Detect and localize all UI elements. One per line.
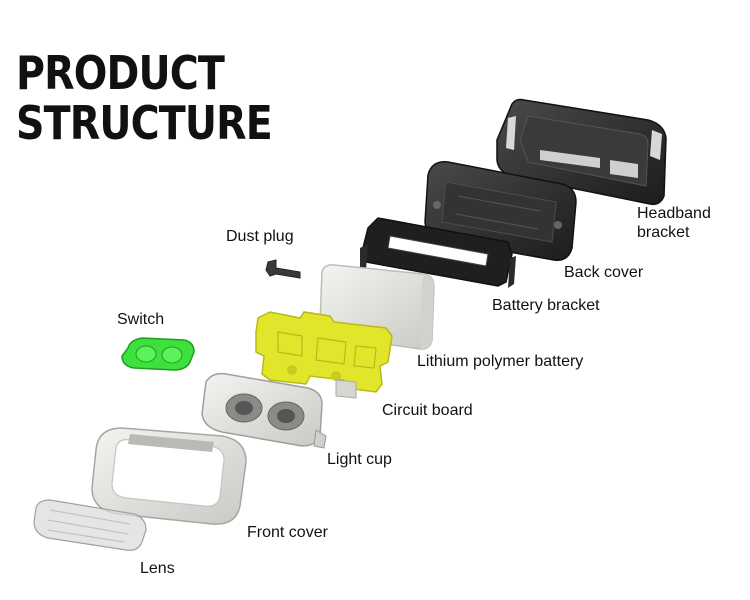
label-front-cover: Front cover xyxy=(247,524,328,541)
label-light-cup: Light cup xyxy=(327,451,392,468)
light-cup-part xyxy=(201,372,327,449)
label-dust-plug: Dust plug xyxy=(226,228,294,245)
label-battery-bracket: Battery bracket xyxy=(492,297,600,314)
page-title: PRODUCT STRUCTURE xyxy=(16,46,273,150)
label-lithium-battery: Lithium polymer battery xyxy=(417,353,584,370)
switch-part xyxy=(121,337,195,371)
circuit-board-part xyxy=(255,311,393,399)
label-headband-bracket: Headband bracket xyxy=(637,204,711,242)
label-headband-bracket-line1: Headband xyxy=(637,205,711,222)
label-lens: Lens xyxy=(140,560,175,577)
front-cover-part xyxy=(91,427,247,525)
dust-plug-part xyxy=(265,259,301,279)
label-switch: Switch xyxy=(117,311,165,328)
label-circuit-board: Circuit board xyxy=(382,402,473,419)
battery-bracket-part xyxy=(360,217,516,288)
headband-bracket-part xyxy=(496,98,667,206)
title-line-1: PRODUCT xyxy=(16,46,225,100)
title-line-2: STRUCTURE xyxy=(16,96,273,150)
label-back-cover: Back cover xyxy=(564,264,644,281)
lens-part xyxy=(33,499,147,551)
label-headband-bracket-line2: bracket xyxy=(637,224,690,241)
